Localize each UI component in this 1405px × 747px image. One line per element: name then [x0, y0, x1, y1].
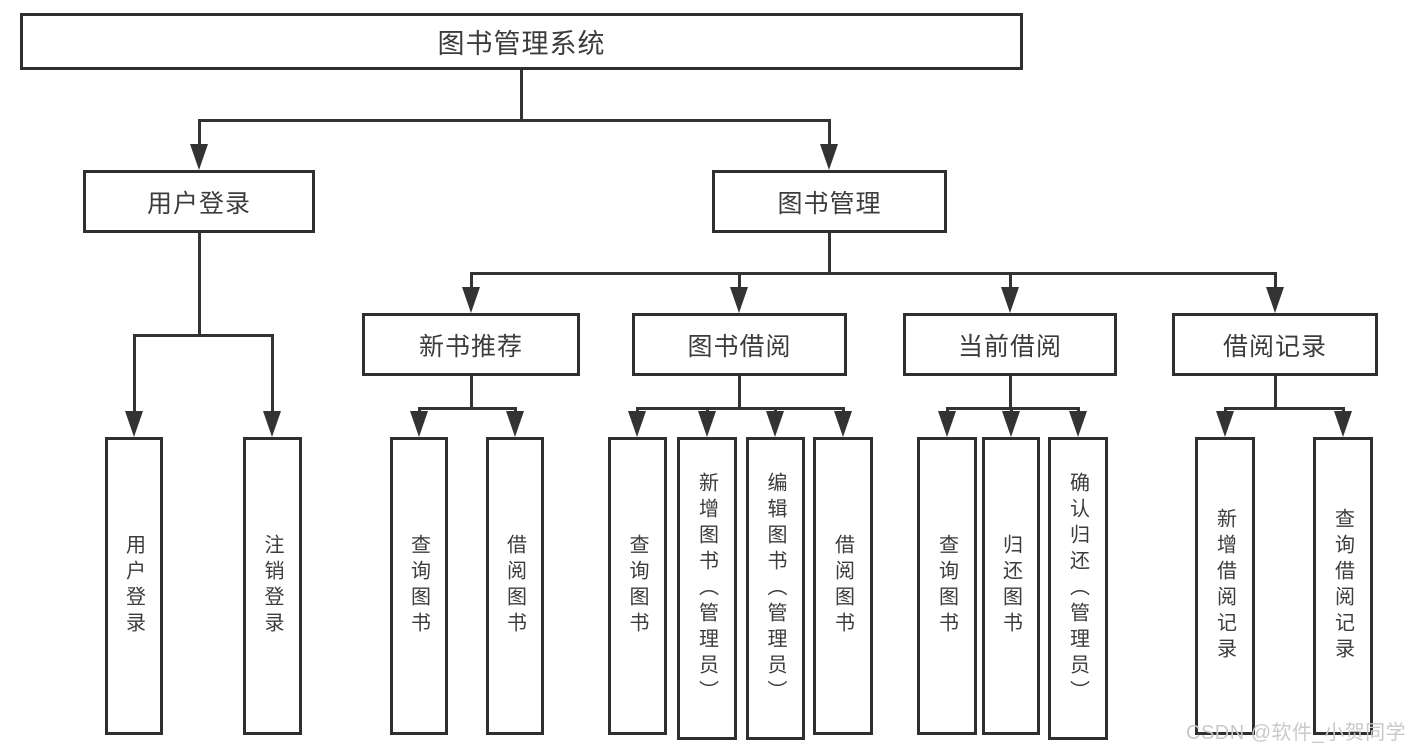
arrow-down-icon — [410, 411, 428, 437]
node-borrowing-records: 借阅记录 — [1172, 313, 1378, 376]
leaf-label: 新增借阅记录 — [1213, 508, 1236, 664]
connector-line — [197, 119, 201, 148]
connector-line — [1273, 272, 1277, 291]
watermark: CSDN @软件_小贺同学 — [1186, 722, 1405, 744]
arrow-down-icon — [1001, 287, 1019, 313]
leaf-borrow-books-recommend: 借阅图书 — [486, 437, 544, 735]
leaf-label: 确认归还（管理员） — [1066, 471, 1089, 706]
connector-line — [827, 233, 831, 274]
arrow-down-icon — [730, 287, 748, 313]
connector-line — [133, 334, 273, 337]
connector-line — [737, 272, 741, 291]
leaf-label: 查询借阅记录 — [1331, 508, 1354, 664]
leaf-label: 新增图书（管理员） — [695, 471, 718, 706]
arrow-down-icon — [834, 411, 852, 437]
leaf-query-books-current: 查询图书 — [917, 437, 977, 735]
leaf-query-borrow-record: 查询借阅记录 — [1313, 437, 1373, 735]
leaf-borrow-books: 借阅图书 — [813, 437, 873, 735]
connector-line — [519, 70, 523, 121]
leaf-edit-books-admin: 编辑图书（管理员） — [746, 437, 805, 740]
connector-line — [132, 334, 136, 415]
leaf-user-login: 用户登录 — [105, 437, 163, 735]
arrow-down-icon — [1334, 411, 1352, 437]
leaf-label: 查询图书 — [626, 534, 648, 638]
connector-line — [737, 376, 741, 409]
connector-line — [470, 272, 1277, 275]
arrow-down-icon — [766, 411, 784, 437]
leaf-add-books-admin: 新增图书（管理员） — [677, 437, 737, 740]
connector-line — [197, 233, 201, 336]
leaf-label: 用户登录 — [122, 534, 145, 638]
leaf-label: 归还图书 — [999, 534, 1022, 638]
leaf-confirm-return-admin: 确认归还（管理员） — [1048, 437, 1108, 740]
leaf-query-books-recommend: 查询图书 — [390, 437, 448, 735]
leaf-label: 查询图书 — [935, 534, 958, 638]
arrow-down-icon — [1216, 411, 1234, 437]
connector-line — [1008, 272, 1012, 291]
node-user-login: 用户登录 — [83, 170, 315, 233]
arrow-down-icon — [190, 144, 208, 170]
leaf-add-borrow-record: 新增借阅记录 — [1195, 437, 1255, 735]
connector-line — [469, 376, 473, 409]
arrow-down-icon — [698, 411, 716, 437]
leaf-label: 编辑图书（管理员） — [764, 471, 786, 706]
node-current-borrowing: 当前借阅 — [903, 313, 1117, 376]
node-library-management-system: 图书管理系统 — [20, 13, 1023, 70]
arrow-down-icon — [125, 411, 143, 437]
leaf-label: 查询图书 — [407, 534, 430, 638]
arrow-down-icon — [628, 411, 646, 437]
connector-line — [1273, 376, 1277, 409]
connector-line — [198, 119, 831, 122]
node-new-book-recommendation: 新书推荐 — [362, 313, 580, 376]
leaf-label: 借阅图书 — [503, 534, 526, 638]
arrow-down-icon — [462, 287, 480, 313]
connector-line — [827, 119, 831, 148]
leaf-label: 注销登录 — [261, 534, 283, 638]
connector-line — [469, 272, 473, 291]
connector-line — [270, 334, 274, 415]
arrow-down-icon — [1069, 411, 1087, 437]
leaf-query-books-borrowing: 查询图书 — [608, 437, 667, 735]
connector-line — [636, 407, 845, 410]
connector-line — [946, 407, 1080, 410]
arrow-down-icon — [1266, 287, 1284, 313]
connector-line — [1008, 376, 1012, 409]
leaf-return-books: 归还图书 — [982, 437, 1040, 735]
arrow-down-icon — [1002, 411, 1020, 437]
leaf-label: 借阅图书 — [831, 534, 854, 638]
node-book-management: 图书管理 — [712, 170, 947, 233]
connector-line — [418, 407, 517, 410]
arrow-down-icon — [263, 411, 281, 437]
connector-line — [1224, 407, 1344, 410]
leaf-logout: 注销登录 — [243, 437, 302, 735]
arrow-down-icon — [938, 411, 956, 437]
arrow-down-icon — [820, 144, 838, 170]
node-book-borrowing: 图书借阅 — [632, 313, 847, 376]
arrow-down-icon — [506, 411, 524, 437]
